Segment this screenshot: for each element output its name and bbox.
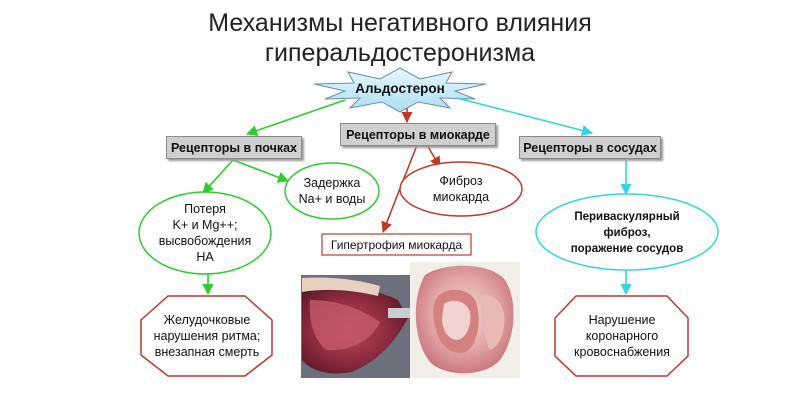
- perivascular-line-1: Периваскулярный: [574, 211, 680, 223]
- myocardial-fibrosis-line-1: Фиброз: [439, 174, 483, 188]
- arrhythmia-line-1: Желудочковые: [163, 313, 251, 327]
- ion-loss-ellipse: [138, 191, 272, 275]
- arrhythmia-octagon: [140, 295, 273, 377]
- coronary-line-2: коронарного: [585, 329, 659, 343]
- arrow-aldo-to-kidneys: [245, 99, 346, 136]
- coronary-octagon: [554, 295, 689, 377]
- ion-loss-label: Потеря K+ и Mg++; высвобождения НА: [150, 201, 260, 265]
- receptors-kidneys-box: Рецепторы в почках: [166, 136, 302, 159]
- perivascular-label: Периваскулярный фиброз, поражение сосудо…: [547, 209, 707, 257]
- arrhythmia-label: Желудочковые нарушения ритма; внезапная …: [143, 312, 271, 360]
- sodium-retention-line-2: Na+ и воды: [298, 192, 366, 206]
- perivascular-line-3: поражение сосудов: [570, 243, 684, 255]
- sodium-retention-line-1: Задержка: [303, 176, 361, 190]
- ion-loss-line-1: Потеря: [184, 202, 226, 216]
- coronary-label: Нарушение коронарного кровоснабжения: [557, 312, 687, 360]
- ion-loss-line-3: высвобождения: [158, 234, 252, 248]
- receptors-vessels-box: Рецепторы в сосудах: [519, 136, 661, 159]
- receptors-myocardium-box: Рецепторы в миокарде: [340, 123, 496, 146]
- myocardial-fibrosis-ellipse: [399, 161, 523, 217]
- arrow-kidneys-to-ionloss: [202, 159, 234, 194]
- myocardial-fibrosis-label: Фиброз миокарда: [411, 173, 511, 205]
- sodium-retention-label: Задержка Na+ и воды: [292, 175, 372, 207]
- sodium-retention-ellipse: [284, 162, 380, 220]
- diagram-title-line-1: Механизмы негативного влияния: [208, 9, 592, 37]
- arrhythmia-line-3: внезапная смерть: [154, 345, 260, 359]
- coronary-line-1: Нарушение: [588, 313, 656, 327]
- heart-specimen-photo: [410, 262, 520, 378]
- ion-loss-line-2: K+ и Mg++;: [172, 218, 238, 232]
- perivascular-ellipse: [535, 193, 719, 271]
- coronary-line-3: кровоснабжения: [574, 345, 670, 359]
- hypertrophy-label: Гипертрофия миокарда: [330, 238, 463, 252]
- aldosterone-starburst: [313, 67, 487, 113]
- arrhythmia-line-2: нарушения ритма;: [153, 329, 261, 343]
- myocardial-fibrosis-line-2: миокарда: [432, 190, 490, 204]
- arrow-kidneys-to-sodium: [232, 159, 290, 183]
- diagram-title-line-2: гиперальдостеронизма: [264, 39, 536, 67]
- perivascular-line-2: фиброз,: [603, 227, 651, 239]
- ion-loss-line-4: НА: [196, 250, 214, 264]
- hypertrophy-box: [321, 233, 472, 256]
- arrow-aldo-to-vessels: [456, 97, 594, 136]
- aldosterone-label: Альдостерон: [355, 81, 445, 96]
- heart-cross-section-photo: [301, 275, 410, 378]
